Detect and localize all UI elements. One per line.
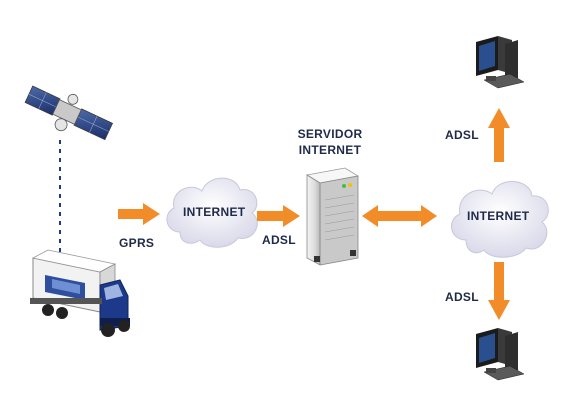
adsl-top-label: ADSL bbox=[445, 128, 479, 142]
internet-cloud-right bbox=[451, 181, 549, 258]
arrow-bidirectional bbox=[362, 205, 437, 227]
arrow-adsl-bottom bbox=[488, 262, 510, 320]
arrow-gprs bbox=[118, 203, 160, 225]
gprs-label: GPRS bbox=[119, 236, 155, 250]
computer-icon-top bbox=[476, 36, 525, 89]
internet-cloud-left bbox=[166, 177, 258, 248]
adsl-bottom-label: ADSL bbox=[445, 290, 479, 304]
satellite-icon bbox=[24, 85, 114, 141]
truck-icon bbox=[30, 249, 130, 337]
arrow-adsl-left bbox=[257, 205, 300, 227]
server-title-line1: SERVIDOR bbox=[297, 127, 363, 141]
arrow-adsl-top bbox=[488, 108, 510, 162]
adsl-left-label: ADSL bbox=[262, 233, 296, 247]
internet-right-label: INTERNET bbox=[467, 209, 530, 223]
internet-left-label: INTERNET bbox=[183, 205, 246, 219]
server-title-line2: INTERNET bbox=[298, 143, 362, 157]
server-icon bbox=[305, 167, 360, 266]
computer-icon-bottom bbox=[476, 328, 525, 381]
